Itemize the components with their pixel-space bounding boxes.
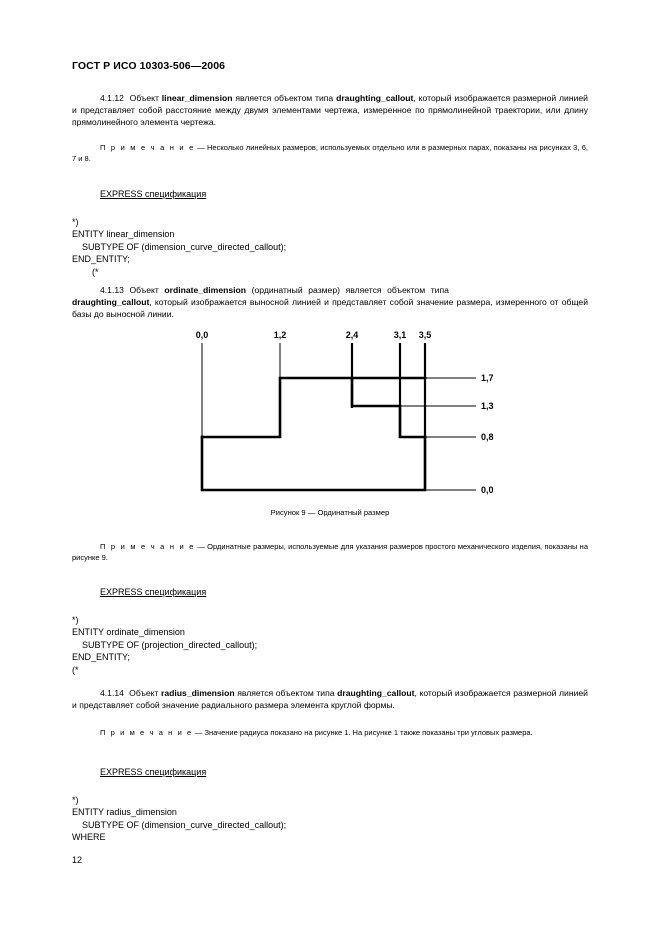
note-text: — Несколько линейных размеров, используе… [72,143,588,164]
express-code-block-3: *) ENTITY radius_dimension SUBTYPE OF (d… [72,794,588,844]
top-label-1: 1,2 [274,330,287,340]
express-code-block-1: *) ENTITY linear_dimension SUBTYPE OF (d… [72,216,588,278]
section-4-1-13-mid5: типа [430,285,449,295]
term-linear-dimension: linear_dimension [161,93,233,103]
leader-lines-horizontal [352,377,476,491]
express-specification-heading-2: EXPRESS спецификация [100,587,207,597]
section-4-1-12-mid: является объектом типа [232,93,337,103]
section-4-1-12-lead: Объект [129,93,162,103]
note-text-2: — Ординатные размеры, используемые для у… [72,542,588,563]
section-4-1-14-paragraph: 4.1.14 Объект radius_dimension является … [72,687,588,711]
section-4-1-13-number: 4.1.13 [100,285,124,295]
section-4-1-12-note: П р и м е ч а н и е — Несколько линейных… [72,142,588,165]
express-heading-2-wrap: EXPRESS спецификация [72,582,588,600]
part-profile-outline [200,376,427,492]
section-4-1-13-note: П р и м е ч а н и е — Ординатные размеры… [72,541,588,564]
term-draughting-callout-2: draughting_callout [72,297,150,308]
section-4-1-14-note: П р и м е ч а н и е — Значение радиуса п… [72,727,588,738]
express-heading-1-wrap: EXPRESS спецификация [72,184,588,202]
express-specification-heading-3: EXPRESS спецификация [100,767,207,777]
top-label-3: 3,1 [394,330,407,340]
section-4-1-14-mid: является объектом типа [234,688,338,698]
witness-lines-vertical-bold [350,343,427,438]
ordinate-dimension-drawing: 0,0 1,2 2,4 3,1 3,5 1,7 1,3 0,8 0,0 [196,330,494,495]
page-number: 12 [72,855,83,865]
profile-upper-steps [200,376,427,439]
section-4-1-13-paragraph: 4.1.13 Объект ordinate_dimension (ордина… [72,284,588,321]
top-label-0: 0,0 [196,330,209,340]
document-header: ГОСТ Р ИСО 10303-506—2006 [72,60,226,72]
term-draughting-callout: draughting_callout [336,93,414,103]
express-code-block-2: *) ENTITY ordinate_dimension SUBTYPE OF … [72,614,588,676]
section-4-1-12-paragraph: 4.1.12 Объект linear_dimension является … [72,92,588,129]
top-label-4: 3,5 [419,330,432,340]
section-4-1-13-mid: (ординатный [251,285,303,295]
section-4-1-13-mid3: является [345,285,382,295]
right-label-3: 0,0 [481,485,494,495]
right-label-2: 0,8 [481,432,494,442]
note-label-3: П р и м е ч а н и е [100,728,193,737]
note-text-3: — Значение радиуса показано на рисунке 1… [192,728,533,737]
note-label-2: П р и м е ч а н и е [100,542,196,551]
express-code-radius-dimension: *) ENTITY radius_dimension SUBTYPE OF (d… [72,795,287,843]
section-4-1-13-mid4: объектом [387,285,426,295]
note-label: П р и м е ч а н и е [100,143,195,152]
figure-9: 0,0 1,2 2,4 3,1 3,5 1,7 1,3 0,8 0,0 Рису… [72,330,588,530]
top-label-group: 0,0 1,2 2,4 3,1 3,5 [196,330,432,340]
express-code-linear-dimension: *) ENTITY linear_dimension SUBTYPE OF (d… [72,217,287,277]
figure-9-caption: Рисунок 9 — Ординатный размер [270,508,390,517]
section-4-1-12-number: 4.1.12 [100,93,124,103]
term-ordinate-dimension: ordinate_dimension [164,285,247,295]
section-4-1-14-lead: Объект [129,688,162,698]
section-4-1-13-mid2: размер) [308,285,340,295]
term-draughting-callout-3: draughting_callout [337,688,415,698]
express-code-ordinate-dimension: *) ENTITY ordinate_dimension SUBTYPE OF … [72,615,258,675]
right-label-0: 1,7 [481,373,494,383]
express-specification-heading: EXPRESS спецификация [100,189,207,199]
profile-notch-steps [350,376,427,439]
witness-lines-vertical [201,343,281,438]
right-label-group: 1,7 1,3 0,8 0,0 [481,373,494,495]
section-4-1-13-lead: Объект [129,285,159,295]
section-4-1-14-number: 4.1.14 [100,688,124,698]
term-radius-dimension: radius_dimension [161,688,235,698]
express-heading-3-wrap: EXPRESS спецификация [72,762,588,780]
profile-base-outline [200,435,427,492]
section-4-1-13-tail: , который изображается выносной линией и… [72,297,588,320]
section-4-1-12-tail: , который изображается размерной линией … [72,93,588,128]
section-4-1-14-tail: , который изображается размерной линией … [72,688,588,711]
right-label-1: 1,3 [481,401,494,411]
top-label-2: 2,4 [346,330,359,340]
